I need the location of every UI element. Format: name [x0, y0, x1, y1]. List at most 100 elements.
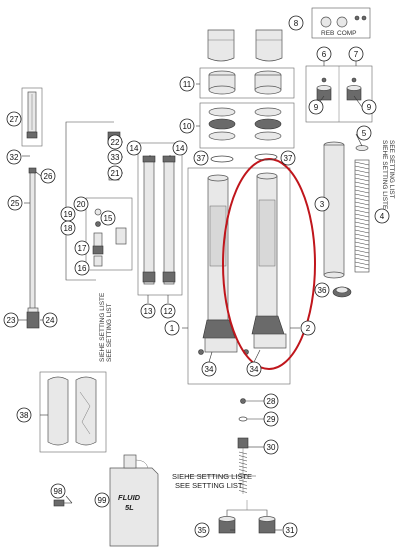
- setting-list-note-left: SIEHE SETTING LISTE SEE SETTING LIST: [99, 292, 113, 362]
- callout-21: 21: [107, 165, 123, 181]
- callout-16: 16: [74, 260, 90, 276]
- callout-circle: [42, 312, 58, 328]
- callout-number: 3: [320, 200, 325, 209]
- callout-number: 25: [11, 199, 20, 208]
- spring-coil: [354, 165, 370, 170]
- callout-circle: [194, 522, 210, 538]
- part-31-35-bottom-caps: [218, 500, 276, 534]
- fluid-can-volume: 5L: [125, 503, 134, 512]
- part-12-13-inner-cartridges: [137, 142, 183, 296]
- callout-number: 98: [54, 487, 63, 496]
- callout-9: 9: [308, 99, 324, 115]
- valve-spring-coil: [238, 479, 248, 483]
- part-8-adjuster-knob-set: REB COMP: [311, 7, 371, 39]
- callout-circle: [50, 483, 66, 499]
- callout-3: 3: [314, 196, 330, 212]
- callout-circle: [361, 99, 377, 115]
- callout-circle: [126, 140, 142, 156]
- callout-number: 17: [78, 244, 87, 253]
- callout-circle: [280, 150, 296, 166]
- callout-circle: [201, 361, 217, 377]
- callout-20: 20: [73, 196, 89, 212]
- callout-26: 26: [40, 168, 56, 184]
- callout-28: 28: [263, 393, 279, 409]
- callout-circle: [107, 149, 123, 165]
- callout-circle: [348, 46, 364, 62]
- callout-15: 15: [100, 210, 116, 226]
- callout-circle: [74, 260, 90, 276]
- part-25-damper-rod: [28, 167, 37, 311]
- callout-13: 13: [140, 303, 156, 319]
- callout-circle: [73, 196, 89, 212]
- callout-36: 36: [314, 282, 330, 298]
- callout-98: 98: [50, 483, 66, 499]
- valve-spring-coil: [238, 465, 248, 469]
- callout-33: 33: [107, 149, 123, 165]
- setting-list-text-en-bottom: SEE SETTING LIST: [175, 481, 243, 490]
- part-10-seal-kit: [199, 102, 295, 149]
- callout-number: 8: [294, 19, 299, 28]
- spring-coil: [354, 205, 370, 210]
- setting-list-text-de-left: SIEHE SETTING LISTE: [99, 292, 106, 362]
- callout-number: 29: [267, 415, 276, 424]
- callout-circle: [40, 168, 56, 184]
- part-36-axle-nut: [332, 286, 352, 298]
- callout-number: 7: [354, 50, 359, 59]
- knob-label-comp: COMP: [337, 30, 357, 37]
- callout-number: 32: [10, 153, 19, 162]
- spring-coil: [354, 229, 370, 234]
- callout-11: 11: [179, 76, 195, 92]
- spring-coil: [354, 237, 370, 242]
- callout-18: 18: [60, 220, 76, 236]
- valve-spring-coil: [238, 469, 248, 472]
- callout-9: 9: [361, 99, 377, 115]
- callout-number: 9: [367, 103, 372, 112]
- callout-number: 22: [111, 138, 120, 147]
- callout-number: 34: [250, 365, 259, 374]
- callout-circle: [308, 99, 324, 115]
- callout-19: 19: [60, 206, 76, 222]
- spring-coil: [354, 241, 370, 246]
- callout-circle: [172, 140, 188, 156]
- spring-coil: [354, 169, 370, 174]
- part-28-29-30-bottom-valve: [186, 398, 256, 494]
- callout-circle: [94, 492, 110, 508]
- callout-number: 5: [362, 129, 367, 138]
- callout-7: 7: [348, 46, 364, 62]
- setting-list-text-en-left: SEE SETTING LIST: [106, 303, 113, 362]
- callout-number: 12: [164, 307, 173, 316]
- callout-circle: [179, 118, 195, 134]
- callout-number: 6: [322, 50, 327, 59]
- callout-35: 35: [194, 522, 210, 538]
- part-20-piston-assembly: [85, 197, 133, 271]
- callout-31: 31: [282, 522, 298, 538]
- setting-list-text-de-bottom: SIEHE SETTING LISTE: [172, 472, 252, 481]
- callout-number: 23: [7, 316, 16, 325]
- callout-number: 99: [98, 496, 107, 505]
- callout-number: 15: [104, 214, 113, 223]
- spring-coil: [354, 257, 370, 262]
- callout-number: 34: [205, 365, 214, 374]
- callout-circle: [16, 407, 32, 423]
- part-3-outer-tube: [323, 141, 345, 279]
- callout-number: 14: [176, 144, 185, 153]
- callout-circle: [314, 196, 330, 212]
- spring-coil: [354, 189, 370, 194]
- callout-number: 27: [10, 115, 19, 124]
- callout-27: 27: [6, 111, 22, 127]
- callout-32: 32: [6, 149, 22, 165]
- part-4-fork-spring: [354, 159, 370, 273]
- spring-coil: [354, 201, 370, 206]
- spring-coil: [354, 265, 370, 270]
- callout-number: 4: [380, 212, 385, 221]
- callout-circle: [140, 303, 156, 319]
- callout-number: 24: [46, 316, 55, 325]
- callout-12: 12: [160, 303, 176, 319]
- callout-number: 33: [111, 153, 120, 162]
- callout-circle: [179, 76, 195, 92]
- callout-34: 34: [201, 361, 217, 377]
- callout-circle: [107, 165, 123, 181]
- spring-coil: [354, 177, 370, 182]
- callout-4: 4: [374, 208, 390, 224]
